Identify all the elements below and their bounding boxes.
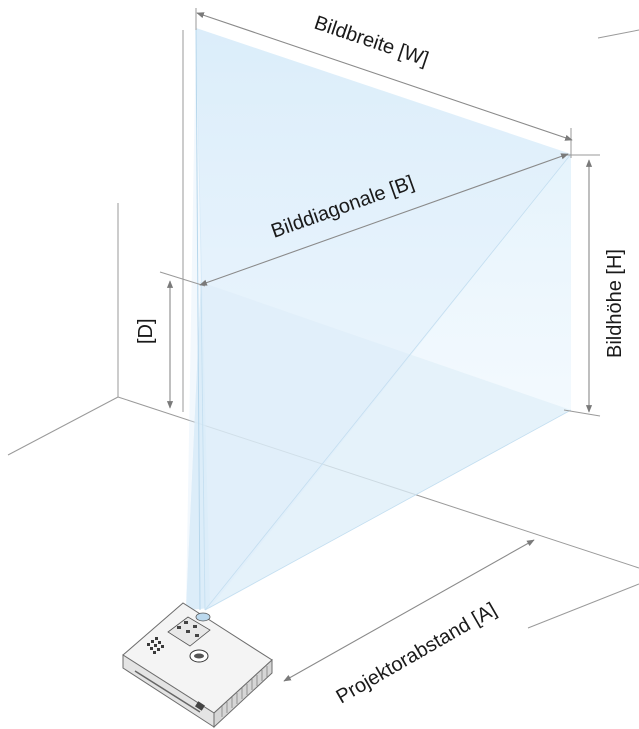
dimension-arrows [166,12,593,682]
projector-front-slot [134,670,201,713]
ceiling-edge [597,29,639,39]
beam-edge-bottom-left [200,281,206,611]
screen-guides [159,8,601,417]
brand-logo-mark [194,653,204,659]
height-guide-bottom [563,409,601,417]
width-arrow [196,12,573,141]
diagonal-arrow [199,153,569,286]
beam-edge-bottom-right [204,409,572,611]
offset-label: [D] [135,318,157,344]
distance-arrow [283,539,535,682]
keypad-icon [147,637,164,654]
distance-label: Projektorabstand [A] [333,599,501,709]
projector-port [195,701,205,711]
projector-side [213,658,273,729]
beam-bottom-face [186,282,571,610]
width-label: Bildbreite [W] [311,12,431,71]
floor-right-edge [527,583,639,629]
projector-lens [195,612,211,622]
projector-vents [221,666,268,717]
floor-left-edge [7,396,119,456]
projection-beam [186,27,572,611]
height-label: Bildhöhe [H] [604,249,626,358]
projector [122,602,273,729]
offset-guide-top [159,271,206,287]
control-buttons [177,621,199,637]
